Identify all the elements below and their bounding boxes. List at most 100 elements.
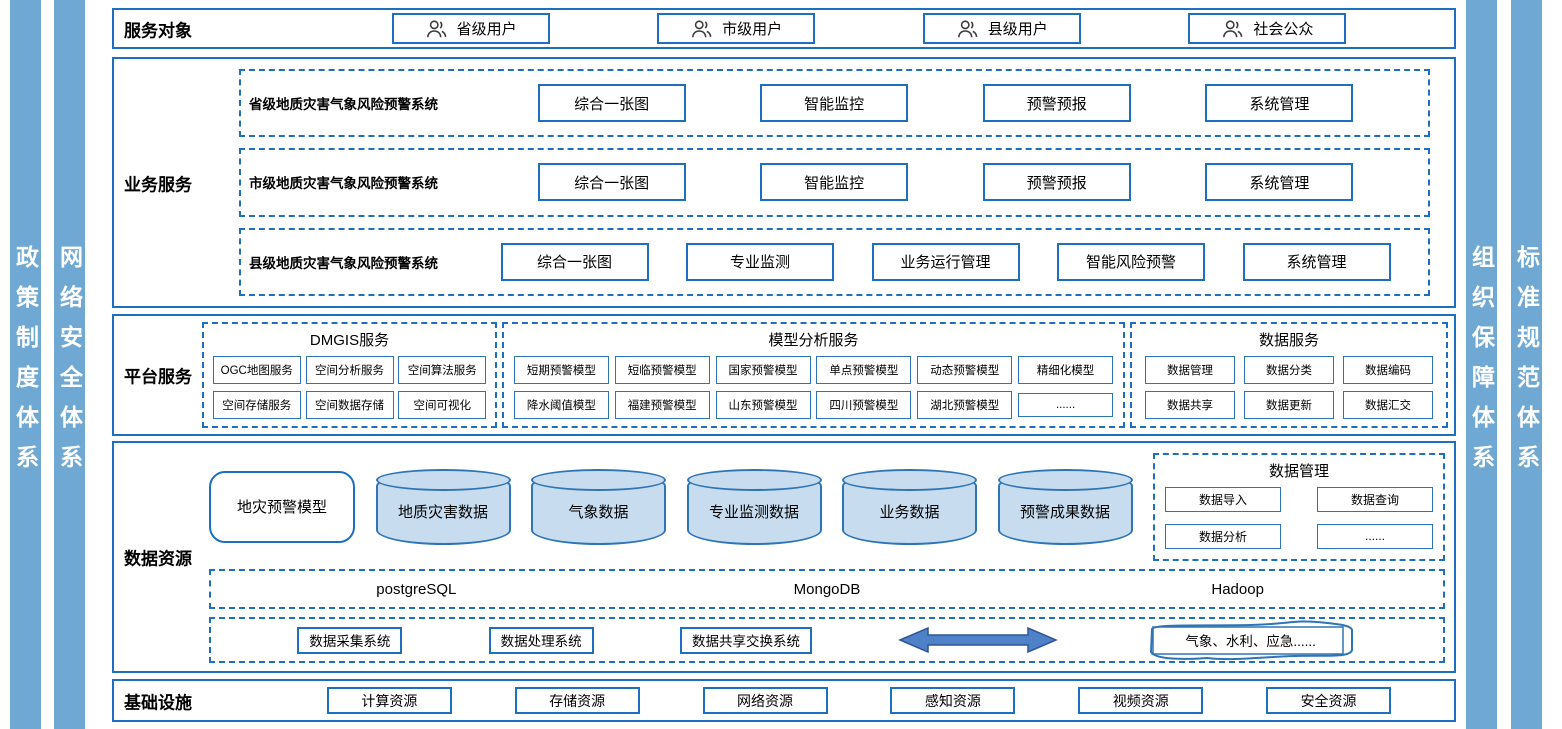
external-systems-shape: 气象、水利、应急...... [1145,619,1357,661]
service-box: 动态预警模型 [917,355,1013,384]
group-model-analysis-services: 模型分析服务 短期预警模型 短临预警模型 国家预警模型 单点预警模型 动态预警模… [502,322,1125,428]
section-title: 数据资源 [124,549,192,569]
service-box: 短临预警模型 [614,355,710,384]
cylinder-top [531,468,666,491]
group-row: 数据共享 数据更新 数据汇交 [1136,388,1442,424]
cylinder-label: 专业监测数据 [708,503,799,521]
cylinder-top [686,468,822,491]
module-box: 智能监控 [760,84,909,123]
section-business-services: 业务服务 省级地质灾害气象风险预警系统 综合一张图 智能监控 预警预报 系统管理… [112,57,1456,308]
service-box: 福建预警模型 [614,391,710,420]
service-box: 空间可视化 [398,391,487,420]
cylinder-warning-result-data: 预警成果数据 [997,468,1133,545]
service-box: 四川预警模型 [816,391,912,420]
service-box: 空间算法服务 [398,355,487,384]
system-modules: 综合一张图 专业监测 业务运行管理 智能风险预警 系统管理 [463,242,1428,281]
group-row: 降水阈值模型 福建预警模型 山东预警模型 四川预警模型 湖北预警模型 .....… [508,388,1119,424]
cylinder-top [375,468,511,491]
cylinder-body [997,479,1133,545]
section-service-targets: 服务对象 省级用户 市级用户 县 [112,8,1456,49]
resource-box-storage: 存储资源 [514,687,640,714]
module-box: 预警预报 [982,84,1131,123]
group-row: OGC地图服务 空间分析服务 空间算法服务 [208,352,491,388]
service-box: 空间数据存储 [305,391,394,420]
module-box: 综合一张图 [537,163,686,202]
module-box: 智能监控 [760,163,909,202]
service-box: 数据汇交 [1343,391,1433,420]
data-management-item: ...... [1317,523,1433,549]
section-platform-services: 平台服务 DMGIS服务 OGC地图服务 空间分析服务 空间算法服务 空间存储服… [112,314,1456,436]
module-box: 专业监测 [686,242,834,281]
data-management-row: 数据导入 数据查询 [1165,482,1433,519]
user-box-label: 省级用户 [456,21,517,38]
system-name: 市级地质灾害气象风险预警系统 [249,176,438,192]
data-management-box: 数据管理 数据导入 数据查询 数据分析 ...... [1153,452,1445,561]
group-title: DMGIS服务 [309,332,390,349]
user-box-public: 社会公众 [1188,13,1347,44]
service-box: 数据管理 [1145,355,1235,384]
resource-box-video: 视频资源 [1078,687,1204,714]
cylinder-business-data: 业务数据 [842,468,977,545]
platform-groups-row: DMGIS服务 OGC地图服务 空间分析服务 空间算法服务 空间存储服务 空间数… [202,322,1448,428]
cylinder-label: 地质灾害数据 [397,503,488,521]
user-icon [1223,19,1243,37]
pillar-standard-spec: 标准规范体系 [1511,0,1542,729]
resource-box-sensing: 感知资源 [890,687,1016,714]
resource-box-security: 安全资源 [1266,687,1392,714]
system-name: 县级地质灾害气象风险预警系统 [249,255,438,271]
external-systems-label: 气象、水利、应急...... [1185,634,1316,649]
data-processing-system-box: 数据处理系统 [488,626,594,654]
data-management-item: 数据查询 [1317,487,1433,513]
cylinder-label: 气象数据 [568,503,629,521]
user-box-label: 县级用户 [987,21,1048,38]
group-row: 数据管理 数据分类 数据编码 [1136,352,1442,388]
section-infrastructure: 基础设施 计算资源 存储资源 网络资源 感知资源 视频资源 安全资源 [112,679,1456,722]
data-collection-system-box: 数据采集系统 [297,626,403,654]
group-dmgis-services: DMGIS服务 OGC地图服务 空间分析服务 空间算法服务 空间存储服务 空间数… [202,322,497,428]
service-box: ...... [1018,393,1114,418]
group-row: 短期预警模型 短临预警模型 国家预警模型 单点预警模型 动态预警模型 精细化模型 [508,352,1119,388]
service-box: 精细化模型 [1018,355,1114,384]
cylinder-top [842,468,977,491]
section-title: 服务对象 [124,21,192,40]
service-box: 空间分析服务 [305,355,394,384]
database-mongodb: MongoDB [793,580,861,598]
data-stores-row: 地灾预警模型 地质灾害数据 气象数据 专业监测数据 [209,452,1445,561]
user-box-county: 县级用户 [922,13,1081,44]
cylinder-body [842,479,977,545]
module-box: 业务运行管理 [871,242,1020,281]
cylinder-professional-monitoring-data: 专业监测数据 [686,468,822,545]
infrastructure-row: 计算资源 存储资源 网络资源 感知资源 视频资源 安全资源 [264,687,1454,714]
service-box: 短期预警模型 [513,355,609,384]
section-title: 平台服务 [124,367,192,387]
data-systems-row: 数据采集系统 数据处理系统 数据共享交换系统 气象、水利、应急...... [209,617,1445,663]
service-box: 国家预警模型 [715,355,811,384]
double-arrow-icon [898,626,1059,654]
service-box: 湖北预警模型 [917,391,1013,420]
disaster-warning-model-box: 地灾预警模型 [209,470,355,543]
system-modules: 综合一张图 智能监控 预警预报 系统管理 [463,84,1428,123]
pillar-network-security: 网络安全体系 [54,0,85,729]
user-box-province: 省级用户 [391,13,550,44]
service-box: 降水阈值模型 [513,391,609,420]
data-sharing-exchange-system-box: 数据共享交换系统 [679,626,812,654]
database-postgresql: postgreSQL [376,580,457,598]
service-box: 数据更新 [1244,391,1334,420]
service-box: 空间存储服务 [212,391,301,420]
cylinder-label: 预警成果数据 [1019,503,1110,521]
module-box: 系统管理 [1205,163,1354,202]
service-target-row: 省级用户 市级用户 县级用户 [284,13,1454,44]
cylinder-weather-data: 气象数据 [531,468,666,545]
pillar-policy-system: 政策制度体系 [10,0,41,729]
cylinder-label: 业务数据 [879,503,940,521]
database-hadoop: Hadoop [1211,580,1264,598]
service-box: OGC地图服务 [212,355,301,384]
group-title: 数据服务 [1258,332,1319,349]
wavy-tape-outline [1149,620,1353,661]
system-modules: 综合一张图 智能监控 预警预报 系统管理 [463,163,1428,202]
module-box: 预警预报 [982,163,1131,202]
database-row: postgreSQL MongoDB Hadoop [209,569,1445,609]
cylinder-geology-disaster-data: 地质灾害数据 [375,468,511,545]
user-box-city: 市级用户 [657,13,816,44]
